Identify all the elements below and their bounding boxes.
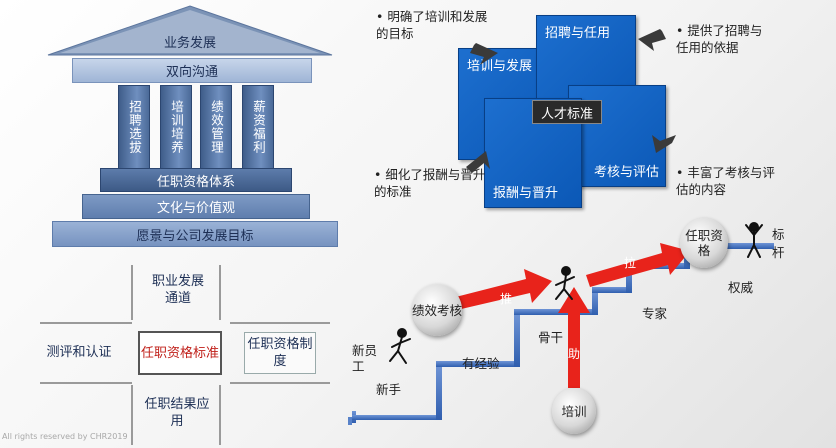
- note-bottom-right: • 丰富了考核与评估的内容: [676, 165, 775, 197]
- cross-left: 测评和认证: [46, 344, 112, 360]
- label-novice: 新手: [376, 382, 402, 397]
- label-expert: 专家: [642, 306, 668, 321]
- note-arrows: [466, 29, 676, 173]
- arrow-push-label: 推: [500, 292, 513, 306]
- beam-label: 双向沟通: [165, 65, 218, 80]
- career-ladder: [348, 222, 774, 425]
- help-arrow-icon: [558, 287, 590, 388]
- ball-training: 培训: [552, 388, 596, 434]
- pillar-recruit: 招聘选拔: [118, 85, 150, 169]
- base-qualification-label: 任职资格体系: [156, 174, 235, 190]
- push-arrow-icon: [440, 269, 552, 313]
- runner-backbone-icon: [555, 266, 575, 300]
- label-newcomer: 新员工: [352, 343, 378, 374]
- roof-label: 业务发展: [163, 36, 216, 51]
- arrow-pull-label: 拉: [624, 256, 637, 270]
- ball-performance: 绩效考核: [412, 284, 462, 336]
- pillar-compensation: 薪资福利: [242, 85, 274, 169]
- arrow-bottom-right-icon: [652, 135, 676, 153]
- cross-top: 职业发展通道: [151, 274, 204, 306]
- beam-bar: 双向沟通: [72, 58, 312, 83]
- base-vision: 愿景与公司发展目标: [52, 221, 338, 247]
- square-assess-label: 考核与评估: [593, 165, 659, 180]
- arrow-bottom-left-icon: [466, 151, 490, 173]
- cross-right: 任职资格制度: [244, 332, 316, 374]
- cross-center: 任职资格标准: [138, 331, 222, 375]
- pull-arrow-icon: [586, 243, 690, 287]
- label-authority: 权威: [728, 280, 754, 295]
- arrow-top-right-icon: [638, 29, 666, 51]
- note-top-right: • 提供了招聘与任用的依据: [676, 23, 763, 55]
- base-vision-label: 愿景与公司发展目标: [136, 228, 254, 244]
- figure-benchmark-icon: [745, 222, 763, 258]
- base-qualification: 任职资格体系: [100, 168, 292, 192]
- cross-frame: [40, 265, 330, 445]
- venn-center-label: 人才标准: [532, 100, 602, 124]
- pillar-train: 培训培养: [160, 85, 192, 169]
- cross-bottom: 任职结果应用: [144, 397, 210, 429]
- square-reward-label: 报酬与晋升: [493, 186, 559, 201]
- runner-newcomer-icon: [389, 328, 411, 364]
- square-recruit-label: 招聘与任用: [545, 26, 611, 41]
- label-backbone: 骨干: [538, 330, 564, 345]
- base-culture-label: 文化与价值观: [156, 201, 235, 216]
- note-top-left: • 明确了培训和发展的目标: [376, 9, 488, 41]
- ball-qualification: 任职资格: [680, 218, 728, 268]
- label-benchmark: 标杆: [772, 227, 785, 260]
- base-culture: 文化与价值观: [82, 194, 310, 219]
- arrow-help-label: 助: [568, 347, 581, 361]
- temple-roof: [47, 5, 333, 56]
- note-bottom-left: • 细化了报酬与晋升的标准: [374, 167, 486, 199]
- arrow-top-left-icon: [470, 43, 498, 65]
- footer-copyright: All rights reserved by CHR2019: [2, 432, 128, 441]
- label-experienced: 有经验: [462, 356, 500, 371]
- pillar-performance: 绩效管理: [200, 85, 232, 169]
